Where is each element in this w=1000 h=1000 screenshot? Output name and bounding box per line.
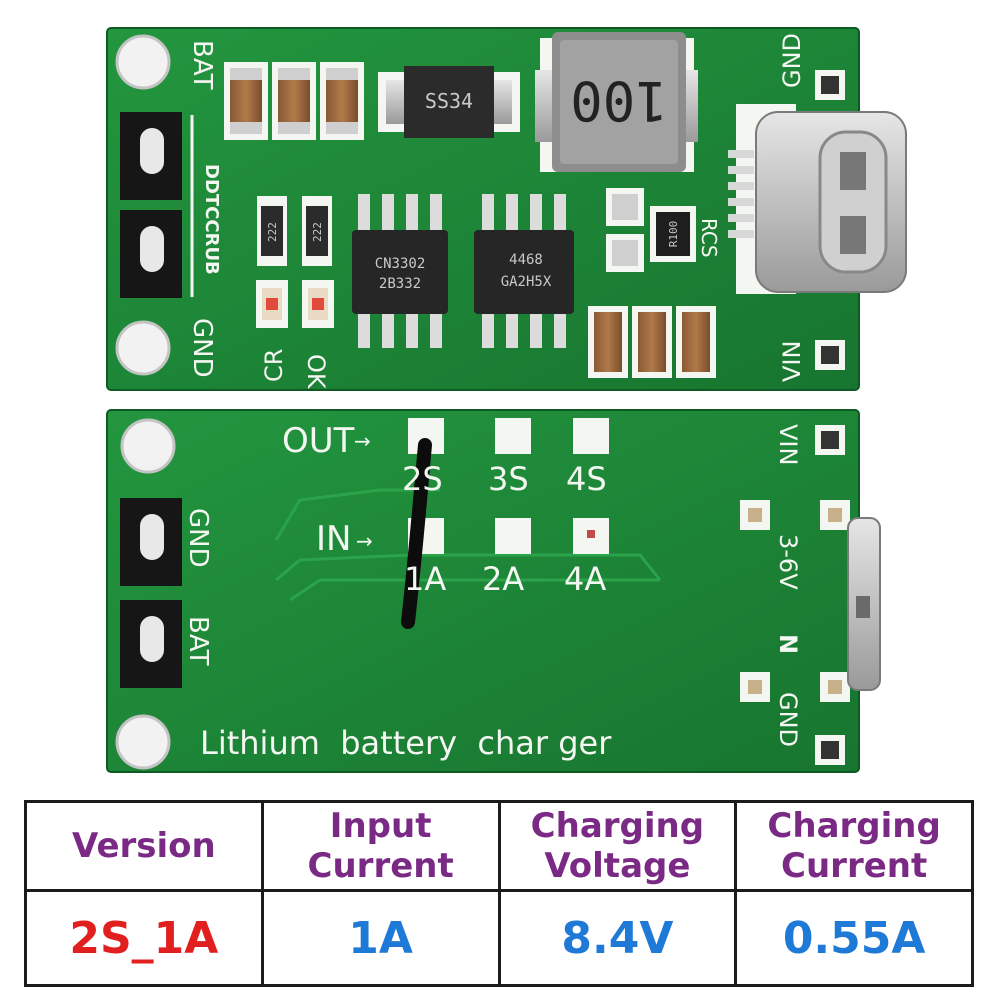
capacitor xyxy=(224,62,268,140)
diode-marking: SS34 xyxy=(425,89,473,113)
label-n: N xyxy=(774,634,802,654)
capacitor xyxy=(632,306,672,378)
ic-cn3302: CN3302 2B332 xyxy=(352,194,448,348)
diode: SS34 xyxy=(378,66,520,138)
label-vin: VIN xyxy=(778,341,806,382)
resistor-marking: 222 xyxy=(311,222,324,242)
mounting-hole xyxy=(115,714,171,770)
ic-marking-line1: 4468 xyxy=(509,252,543,268)
value-version: 2S_1A xyxy=(24,889,264,987)
capacitor xyxy=(320,62,364,140)
bottom-board: OUT → IN → 2S 3S 4S 1A 2A 4A GND BAT VIN… xyxy=(106,409,881,773)
label-gnd-right: GND xyxy=(778,33,806,88)
label-out: OUT xyxy=(282,421,355,461)
capacitor xyxy=(676,306,716,378)
marker-stroke xyxy=(401,438,432,629)
svg-text:→: → xyxy=(354,429,371,453)
label-2s: 2S xyxy=(402,460,443,498)
label-4s: 4S xyxy=(566,460,607,498)
label-gnd-right: GND xyxy=(774,692,802,747)
mounting-hole xyxy=(120,418,176,474)
header-charging-voltage: Charging Voltage xyxy=(497,800,738,892)
label-in: IN xyxy=(316,519,351,559)
label-gnd-left: GND xyxy=(183,508,213,568)
header-charging-current: Charging Current xyxy=(734,800,974,892)
ic-4468: 4468 GA2H5X xyxy=(474,194,574,348)
label-1a: 1A xyxy=(404,560,446,598)
spec-table: Version Input Current Charging Voltage C… xyxy=(24,800,974,987)
header-input-current: Input Current xyxy=(260,800,501,892)
label-gnd-left: GND xyxy=(187,318,217,378)
value-charging-voltage: 8.4V xyxy=(497,889,738,987)
label-range: 3-6V xyxy=(774,534,802,590)
svg-text:→: → xyxy=(356,529,373,553)
label-footer: Lithium battery char ger xyxy=(200,724,612,762)
ic-marking-line2: GA2H5X xyxy=(501,274,552,290)
label-brand: DDTCCRUB xyxy=(201,164,222,275)
label-cr: CR xyxy=(260,349,288,382)
label-rcs: RCS xyxy=(697,218,721,258)
label-2a: 2A xyxy=(482,560,524,598)
label-4a: 4A xyxy=(564,560,606,598)
value-charging-current: 0.55A xyxy=(734,889,974,987)
mounting-hole xyxy=(115,320,171,376)
mounting-hole xyxy=(115,34,171,90)
usb-c-connector-side xyxy=(847,517,881,691)
resistor: 222 xyxy=(302,196,332,266)
resistor: 222 xyxy=(257,196,287,266)
ic-marking-line1: CN3302 xyxy=(375,256,426,272)
inductor: 100 xyxy=(535,32,698,172)
label-vin: VIN xyxy=(774,424,802,465)
usb-c-connector xyxy=(728,104,907,294)
led-ok xyxy=(302,280,334,328)
resistor-marking: 222 xyxy=(266,222,279,242)
inductor-marking: 100 xyxy=(570,69,668,132)
top-board: SS34 100 xyxy=(106,27,907,391)
ic-marking-line2: 2B332 xyxy=(379,276,421,292)
resistor-rcs: R100 xyxy=(650,206,696,262)
value-input-current: 1A xyxy=(260,889,501,987)
spec-value-row: 2S_1A 1A 8.4V 0.55A xyxy=(24,889,974,987)
capacitor xyxy=(588,306,628,378)
product-photo: SS34 100 xyxy=(106,27,907,773)
label-3s: 3S xyxy=(488,460,529,498)
resistor-marking: R100 xyxy=(667,221,680,248)
label-bat: BAT xyxy=(183,616,213,666)
capacitor xyxy=(272,62,316,140)
spec-header-row: Version Input Current Charging Voltage C… xyxy=(24,800,974,892)
label-bat: BAT xyxy=(187,40,217,90)
label-ok: OK xyxy=(302,354,330,390)
header-version: Version xyxy=(24,800,264,892)
led-cr xyxy=(256,280,288,328)
